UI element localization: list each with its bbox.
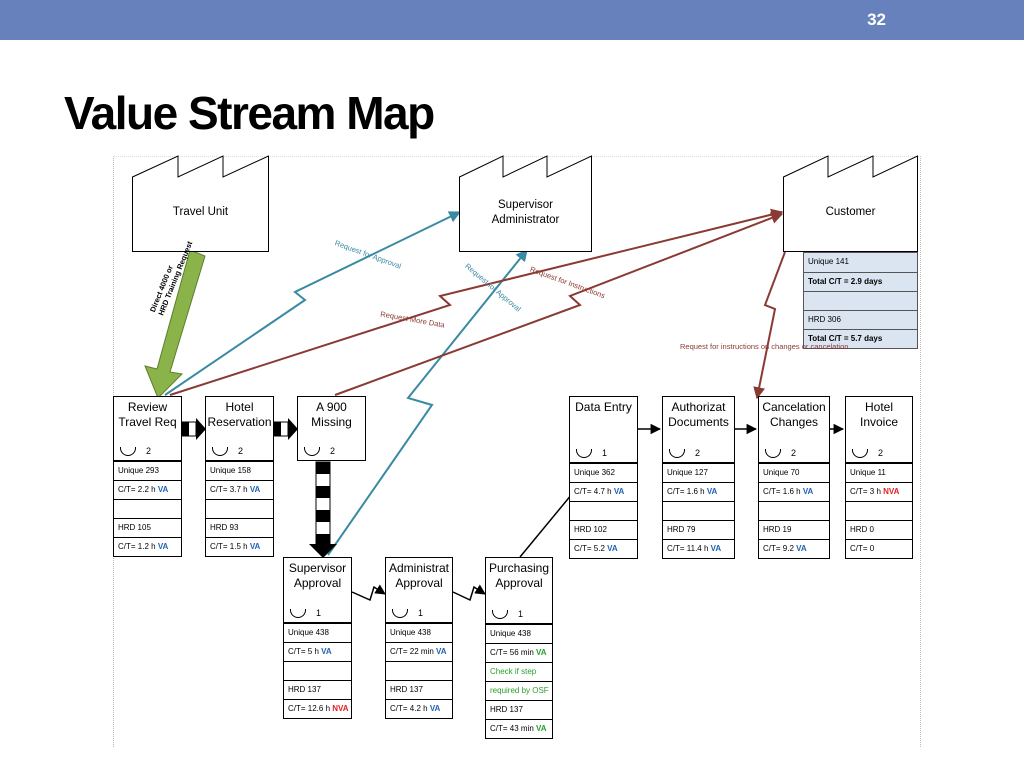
operator-icon: 2 (212, 446, 243, 456)
flow-sup-adm (351, 584, 386, 602)
operator-icon: 2 (852, 448, 883, 458)
slide-number: 32 (867, 10, 886, 29)
more-data-link (169, 208, 784, 396)
data-table-authorizat: Unique 127 C/T= 1.6 h VA HRD 79 C/T= 11.… (662, 463, 735, 559)
flow-adm-pur (452, 584, 486, 602)
push-arrow (144, 249, 206, 399)
operator-icon: 2 (120, 446, 151, 456)
customer-label: Customer (825, 206, 876, 218)
customer-hrd: HRD 306 (804, 310, 917, 329)
approval-link-2 (327, 249, 528, 556)
operator-icon: 1 (290, 608, 321, 618)
data-table-administrat-approval: Unique 438 C/T= 22 min VA HRD 137 C/T= 4… (385, 623, 453, 719)
customer-unique: Unique 141 (804, 253, 917, 272)
instructions-link (334, 212, 784, 396)
operator-icon: 1 (576, 448, 607, 458)
header-bar: 32 (0, 0, 1024, 40)
approval-link-1 (164, 211, 462, 396)
flow-pur-data (519, 493, 573, 558)
customer-total-ct-2: Total C/T = 5.7 days (804, 329, 917, 348)
data-table-review: Unique 293 C/T= 2.2 h VA HRD 105 C/T= 1.… (113, 461, 182, 557)
administrator-label: Administrator (491, 214, 560, 226)
push-arrow-a900-supervisor (315, 461, 331, 545)
customer-total-ct-1: Total C/T = 2.9 days (804, 272, 917, 291)
customer-data-table: Unique 141 Total C/T = 2.9 days HRD 306 … (803, 252, 918, 349)
data-table-hotel-reservation: Unique 158 C/T= 3.7 h VA HRD 93 C/T= 1.5… (205, 461, 274, 557)
operator-icon: 2 (669, 448, 700, 458)
customer-factory: Customer (783, 155, 918, 252)
supervisor-label: Supervisor (498, 199, 553, 211)
travel-unit-label: Travel Unit (172, 206, 229, 218)
supervisor-admin-factory: Supervisor Administrator (459, 155, 592, 252)
process-data-entry: Data Entry 1 (569, 396, 638, 463)
data-table-purchasing-approval: Unique 438 C/T= 56 min VA Check if step … (485, 624, 553, 739)
operator-icon: 2 (765, 448, 796, 458)
operator-icon: 2 (304, 446, 335, 456)
operator-icon: 1 (392, 608, 423, 618)
changes-link (753, 251, 786, 400)
data-table-cancelation: Unique 70 C/T= 1.6 h VA HRD 19 C/T= 9.2 … (758, 463, 830, 559)
operator-icon: 1 (492, 609, 523, 619)
slide-title: Value Stream Map (64, 87, 435, 139)
travel-unit-factory: Travel Unit (132, 155, 269, 252)
data-table-hotel-invoice: Unique 11 C/T= 3 h NVA HRD 0 C/T= 0 (845, 463, 913, 559)
request-changes-label: Request for instructions on changes or c… (680, 342, 849, 351)
customer-blank-row (804, 291, 917, 310)
data-table-data-entry: Unique 362 C/T= 4.7 h VA HRD 102 C/T= 5.… (569, 463, 638, 559)
data-table-supervisor-approval: Unique 438 C/T= 5 h VA HRD 137 C/T= 12.6… (283, 623, 352, 719)
